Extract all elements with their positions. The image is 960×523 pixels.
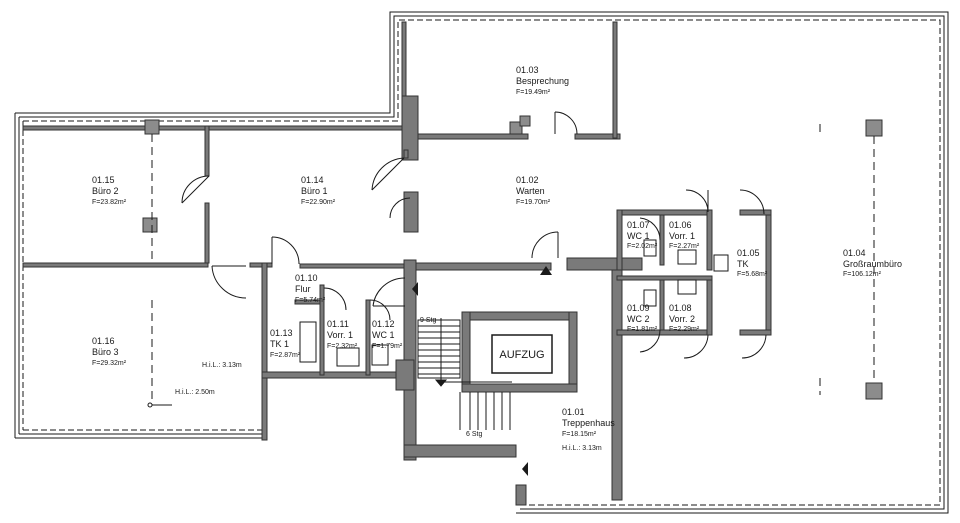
svg-text:F=2.02m²: F=2.02m² — [627, 243, 658, 250]
svg-text:01.16: 01.16 — [92, 336, 115, 346]
svg-text:WC 1: WC 1 — [627, 231, 650, 241]
svg-text:Warten: Warten — [516, 186, 545, 196]
svg-text:WC 1: WC 1 — [372, 330, 395, 340]
room-01-12: 01.12 WC 1 F=1.79m² — [372, 319, 403, 350]
room-01-04: 01.04 Großraumbüro F=106.12m² — [843, 248, 902, 278]
svg-text:F=29.32m²: F=29.32m² — [92, 360, 127, 367]
svg-text:01.07: 01.07 — [627, 220, 650, 230]
room-01-01: 01.01 Treppenhaus F=18.15m² — [562, 407, 615, 438]
svg-text:F=19.49m²: F=19.49m² — [516, 89, 551, 96]
room-01-16: 01.16 Büro 3 F=29.32m² — [92, 336, 127, 367]
svg-text:Treppenhaus: Treppenhaus — [562, 418, 615, 428]
svg-text:F=2.87m²: F=2.87m² — [270, 352, 301, 359]
svg-text:F=1.81m²: F=1.81m² — [627, 326, 658, 333]
arrows — [412, 266, 552, 476]
elevator: AUFZUG — [491, 334, 553, 374]
room-01-07: 01.07 WC 1 F=2.02m² — [627, 220, 658, 250]
svg-text:Vorr. 1: Vorr. 1 — [669, 231, 695, 241]
svg-text:01.08: 01.08 — [669, 303, 692, 313]
svg-text:F=19.70m²: F=19.70m² — [516, 199, 551, 206]
svg-text:F=5.74m²: F=5.74m² — [295, 297, 326, 304]
svg-text:01.04: 01.04 — [843, 248, 866, 258]
svg-text:01.15: 01.15 — [92, 175, 115, 185]
beam-lines — [151, 124, 875, 405]
room-01-14: 01.14 Büro 1 F=22.90m² — [301, 175, 336, 206]
svg-text:Büro 1: Büro 1 — [301, 186, 328, 196]
svg-text:01.05: 01.05 — [737, 248, 760, 258]
room-labels: 01.03 Besprechung F=19.49m² 01.02 Warten… — [92, 65, 902, 438]
room-01-03: 01.03 Besprechung F=19.49m² — [516, 65, 569, 96]
svg-text:01.03: 01.03 — [516, 65, 539, 75]
svg-text:01.09: 01.09 — [627, 303, 650, 313]
svg-text:01.02: 01.02 — [516, 175, 539, 185]
annotations: 9 Stg 6 Stg H.i.L.: 3.13m H.i.L.: 2.50m … — [175, 317, 602, 452]
svg-text:F=2.29m²: F=2.29m² — [669, 326, 700, 333]
height-label-buero3-low: H.i.L.: 2.50m — [175, 389, 215, 396]
room-01-11: 01.11 Vorr. 1 F=2.32m² — [327, 319, 358, 350]
height-label-stair: H.i.L.: 3.13m — [562, 445, 602, 452]
stairs — [417, 318, 512, 430]
svg-text:01.14: 01.14 — [301, 175, 324, 185]
svg-text:Flur: Flur — [295, 284, 311, 294]
outer-outline — [14, 11, 949, 514]
svg-text:Vorr. 2: Vorr. 2 — [669, 314, 695, 324]
svg-text:01.11: 01.11 — [327, 319, 349, 329]
room-01-10: 01.10 Flur F=5.74m² — [295, 273, 326, 304]
svg-text:F=23.82m²: F=23.82m² — [92, 199, 127, 206]
height-marker — [147, 402, 172, 408]
doors — [181, 111, 767, 359]
svg-text:Großraumbüro: Großraumbüro — [843, 259, 902, 269]
svg-text:F=2.27m²: F=2.27m² — [669, 243, 700, 250]
svg-text:Besprechung: Besprechung — [516, 76, 569, 86]
svg-text:F=2.32m²: F=2.32m² — [327, 343, 358, 350]
fixtures — [299, 239, 729, 367]
columns — [142, 115, 883, 400]
svg-text:Vorr. 1: Vorr. 1 — [327, 330, 353, 340]
svg-text:Büro 2: Büro 2 — [92, 186, 119, 196]
height-label-buero3: H.i.L.: 3.13m — [202, 362, 242, 369]
stairs-upper-label: 9 Stg — [420, 317, 436, 324]
elevator-label: AUFZUG — [499, 349, 544, 361]
svg-text:F=1.79m²: F=1.79m² — [372, 343, 403, 350]
svg-text:F=106.12m²: F=106.12m² — [843, 271, 882, 278]
stairs-lower-label: 6 Stg — [466, 431, 482, 438]
interior-walls — [22, 21, 772, 506]
svg-text:01.06: 01.06 — [669, 220, 692, 230]
svg-text:F=22.90m²: F=22.90m² — [301, 199, 336, 206]
svg-text:01.13: 01.13 — [270, 328, 293, 338]
svg-text:TK 1: TK 1 — [270, 339, 289, 349]
room-01-02: 01.02 Warten F=19.70m² — [516, 175, 551, 206]
room-01-08: 01.08 Vorr. 2 F=2.29m² — [669, 303, 700, 333]
room-01-13: 01.13 TK 1 F=2.87m² — [270, 328, 301, 359]
room-01-09: 01.09 WC 2 F=1.81m² — [627, 303, 658, 333]
svg-text:Büro 3: Büro 3 — [92, 347, 119, 357]
svg-text:01.12: 01.12 — [372, 319, 395, 329]
svg-text:WC 2: WC 2 — [627, 314, 650, 324]
svg-text:F=18.15m²: F=18.15m² — [562, 431, 597, 438]
room-01-06: 01.06 Vorr. 1 F=2.27m² — [669, 220, 700, 250]
room-01-05: 01.05 TK F=5.68m² — [737, 248, 768, 278]
svg-text:F=5.68m²: F=5.68m² — [737, 271, 768, 278]
room-01-15: 01.15 Büro 2 F=23.82m² — [92, 175, 127, 206]
svg-text:TK: TK — [737, 259, 749, 269]
svg-text:01.10: 01.10 — [295, 273, 318, 283]
svg-text:01.01: 01.01 — [562, 407, 585, 417]
